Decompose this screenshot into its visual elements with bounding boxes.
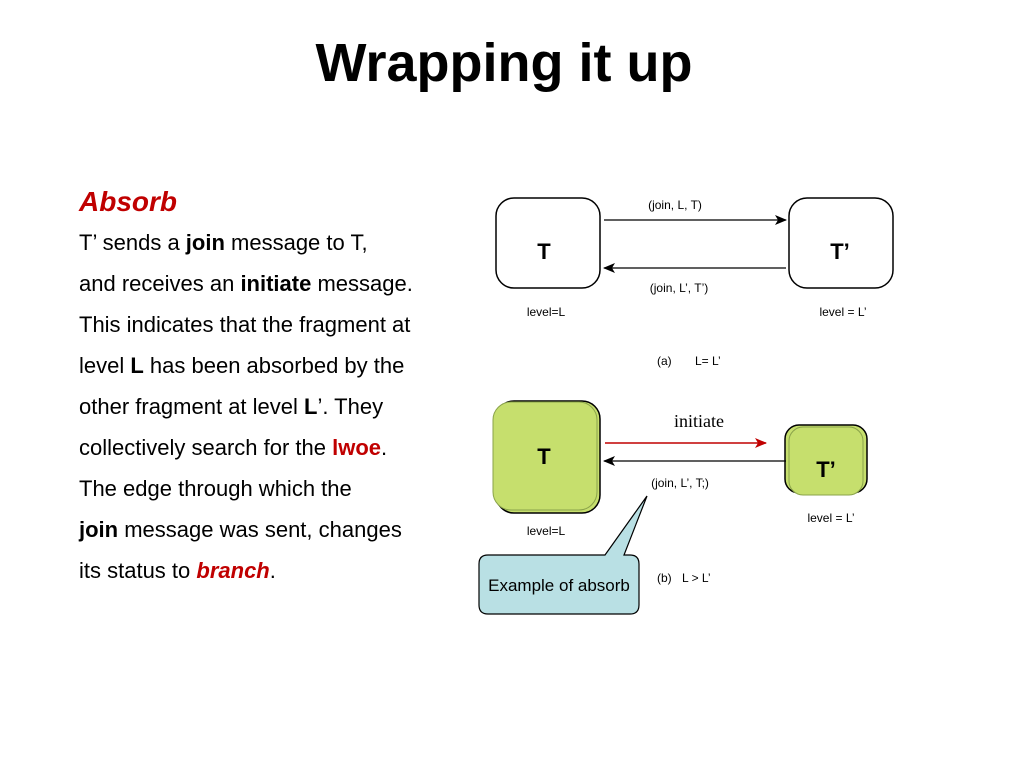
text-line-6: collectively search for the lwoe.	[79, 435, 388, 460]
diagram-b: T T’ initiate (join, L’, T;) level=L lev…	[478, 400, 868, 615]
text-line-3: This indicates that the fragment at	[79, 312, 411, 337]
text-line-1: T’ sends a join message to T,	[79, 230, 368, 255]
arrow-b-bottom-label: (join, L’, T;)	[651, 476, 709, 490]
callout-bubble	[478, 495, 648, 615]
arrow-b-top-label: initiate	[674, 411, 724, 431]
callout-text: Example of absorb	[488, 576, 630, 595]
diagram-a: T T’ (join, L, T) (join, L’, T’) level=L…	[495, 197, 894, 368]
absorb-heading: Absorb	[79, 186, 177, 217]
node-b-right-label: T’	[816, 457, 836, 482]
text-line-9: its status to branch.	[79, 558, 276, 583]
level-a-left: level=L	[527, 305, 566, 319]
text-line-7: The edge through which the	[79, 476, 352, 501]
text-line-4: level L has been absorbed by the	[79, 353, 405, 378]
caption-a-marker: (a)	[657, 354, 672, 368]
node-b-right	[788, 426, 864, 496]
level-b-left: level=L	[527, 524, 566, 538]
caption-b-marker: (b)	[657, 571, 672, 585]
node-a-right-label: T’	[830, 239, 850, 264]
node-b-left	[492, 401, 598, 511]
text-line-8: join message was sent, changes	[79, 517, 402, 542]
caption-a-text: L= L’	[695, 354, 721, 368]
node-a-left-label: T	[537, 239, 551, 264]
text-line-2: and receives an initiate message.	[79, 271, 413, 296]
text-line-5: other fragment at level L’. They	[79, 394, 384, 419]
node-b-left-label: T	[537, 444, 551, 469]
level-b-right: level = L’	[807, 511, 854, 525]
arrow-a-top-label: (join, L, T)	[648, 198, 702, 212]
level-a-right: level = L’	[819, 305, 866, 319]
caption-b-text: L > L’	[682, 571, 711, 585]
node-a-right	[788, 197, 894, 289]
absorb-explanation: Absorb T’ sends a join message to T, and…	[79, 182, 479, 591]
node-a-left	[495, 197, 601, 289]
arrow-a-bottom-label: (join, L’, T’)	[650, 281, 708, 295]
slide-title: Wrapping it up	[315, 33, 693, 93]
